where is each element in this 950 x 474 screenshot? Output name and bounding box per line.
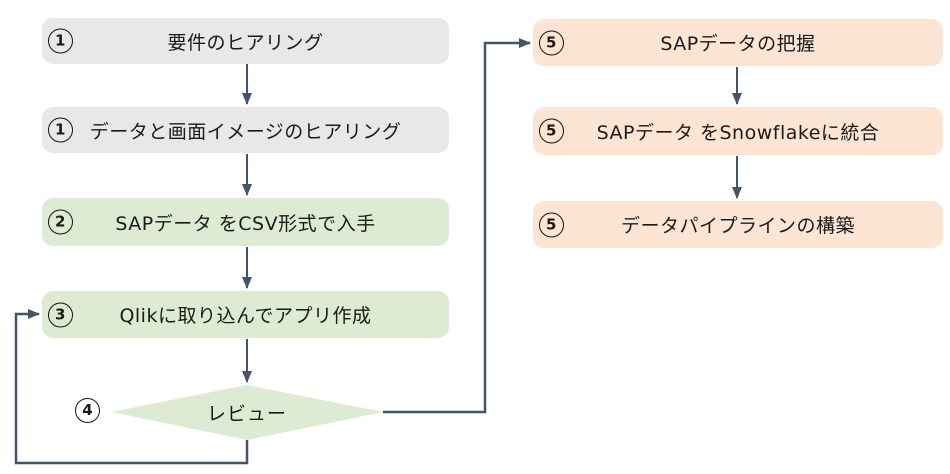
step-badge: 2 xyxy=(48,209,73,235)
node-label: SAPデータ をSnowflakeに統合 xyxy=(596,121,880,144)
node-data-screen-hearing: 1 データと画面イメージのヒアリング xyxy=(42,107,449,153)
step-badge: 3 xyxy=(48,302,73,327)
node-label: データパイプラインの構築 xyxy=(620,215,855,237)
node-qlik-app-build: 3 Qlikに取り込んでアプリ作成 xyxy=(42,291,449,338)
step-badge: 5 xyxy=(539,118,564,144)
node-data-pipeline-build: 5 データパイプラインの構築 xyxy=(533,201,943,248)
node-label: SAPデータ をCSV形式で入手 xyxy=(115,212,376,235)
step-badge-decision: 4 xyxy=(75,398,100,423)
arrow-decision-loop-to-l4 xyxy=(14,309,249,465)
node-label: Qlikに取り込んでアプリ作成 xyxy=(119,305,372,327)
arrow-decision-to-r1 xyxy=(383,38,531,414)
node-label: レビュー xyxy=(206,403,287,425)
node-label: 要件のヒアリング xyxy=(167,31,324,54)
step-badge: 5 xyxy=(539,212,564,237)
node-sap-data-grasp: 5 SAPデータの把握 xyxy=(533,19,943,66)
node-get-sap-csv: 2 SAPデータ をCSV形式で入手 xyxy=(42,198,449,246)
step-badge: 1 xyxy=(48,117,73,143)
step-badge: 5 xyxy=(539,30,564,55)
decision-review-label: レビュー xyxy=(111,385,383,440)
node-label: データと画面イメージのヒアリング xyxy=(89,120,402,143)
node-requirements-hearing: 1 要件のヒアリング xyxy=(42,18,449,64)
node-sap-to-snowflake: 5 SAPデータ をSnowflakeに統合 xyxy=(533,107,943,155)
step-badge: 1 xyxy=(48,28,73,54)
node-label: SAPデータの把握 xyxy=(660,33,816,55)
decision-diamond-shape xyxy=(111,385,383,440)
